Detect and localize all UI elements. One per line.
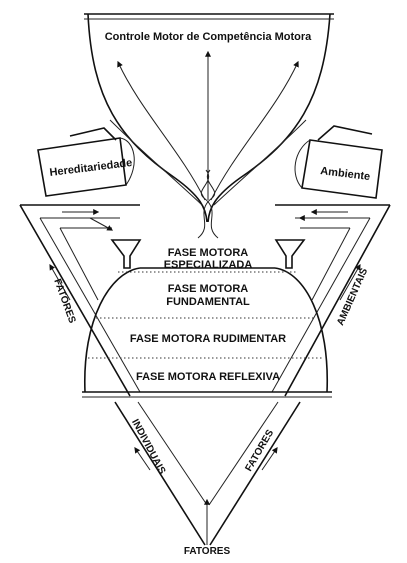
- side-label-left: FATORES: [51, 278, 77, 326]
- factor-paths: [19, 204, 391, 546]
- side-label-right: AMBIENTAIS: [335, 266, 370, 327]
- phase-especializada-line1: FASE MOTORA: [168, 247, 249, 259]
- hourglass-lower: [82, 267, 332, 398]
- phase-especializada-line2: ESPECIALIZADA: [164, 259, 253, 271]
- phase-fundamental-line2: FUNDAMENTAL: [166, 296, 250, 308]
- phase-fundamental-line1: FASE MOTORA: [168, 283, 249, 295]
- bucket-right-label: Ambiente: [320, 165, 371, 183]
- bucket-left-label: Hereditariedade: [49, 157, 133, 179]
- side-label-bottom: FATORES: [184, 546, 231, 557]
- bucket-hereditariedade: [37, 127, 135, 197]
- bucket-ambiente: [294, 125, 383, 199]
- funnels: [110, 239, 306, 269]
- top-label: Controle Motor de Competência Motora: [105, 31, 312, 43]
- phase-rudimentar: FASE MOTORA RUDIMENTAR: [130, 333, 286, 345]
- hourglass-upper: [84, 13, 334, 239]
- phase-reflexiva: FASE MOTORA REFLEXIVA: [136, 371, 280, 383]
